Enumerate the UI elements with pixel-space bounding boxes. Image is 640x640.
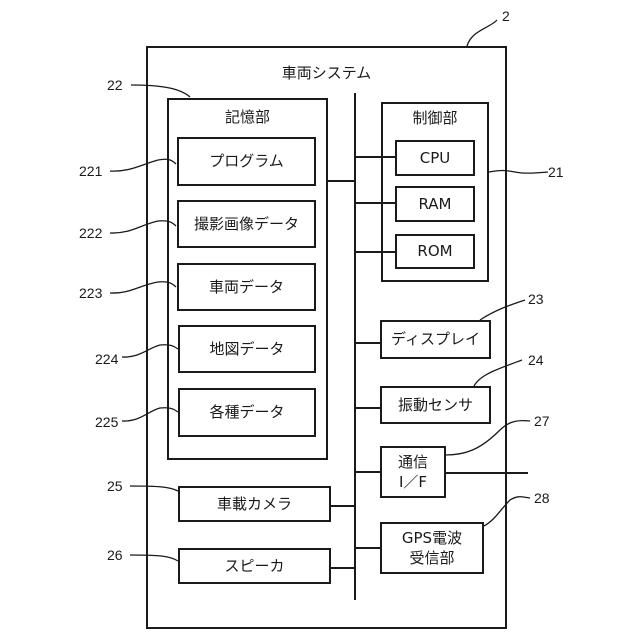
ref-label-27: 27 bbox=[534, 413, 550, 429]
display-box: ディスプレイ bbox=[380, 320, 491, 359]
ref-label-21: 21 bbox=[548, 164, 564, 180]
ref-label-221: 221 bbox=[79, 163, 102, 179]
controller-item-rom: ROM bbox=[395, 234, 475, 269]
ref-label-222: 222 bbox=[79, 225, 102, 241]
storage-item-program: プログラム bbox=[177, 137, 316, 186]
storage-item-vehicle-data: 車両データ bbox=[177, 263, 316, 311]
gps-receiver-box: GPS電波 受信部 bbox=[380, 522, 484, 574]
storage-item-map-data: 地図データ bbox=[178, 325, 316, 373]
controller-item-cpu: CPU bbox=[395, 140, 475, 176]
storage-item-captured-image-data: 撮影画像データ bbox=[177, 200, 316, 248]
ref-label-224: 224 bbox=[95, 351, 118, 367]
ref-label-225: 225 bbox=[95, 414, 118, 430]
ref-label-23: 23 bbox=[528, 291, 544, 307]
controller-item-ram: RAM bbox=[395, 186, 475, 222]
vehicle-system-title: 車両システム bbox=[146, 62, 507, 83]
ref-label-26: 26 bbox=[107, 547, 123, 563]
ref-label-223: 223 bbox=[79, 285, 102, 301]
onboard-camera-box: 車載カメラ bbox=[178, 486, 331, 522]
comm-interface-box: 通信 I／F bbox=[380, 446, 446, 498]
storage-item-misc-data: 各種データ bbox=[178, 388, 316, 437]
storage-title: 記憶部 bbox=[167, 106, 328, 127]
leader-2 bbox=[467, 20, 497, 46]
ref-label-2: 2 bbox=[502, 8, 510, 24]
speaker-box: スピーカ bbox=[178, 548, 331, 584]
ref-label-22: 22 bbox=[107, 77, 123, 93]
vibration-sensor-box: 振動センサ bbox=[380, 386, 491, 424]
controller-title: 制御部 bbox=[381, 107, 489, 128]
ref-label-28: 28 bbox=[534, 490, 550, 506]
ref-label-25: 25 bbox=[107, 478, 123, 494]
ref-label-24: 24 bbox=[528, 352, 544, 368]
